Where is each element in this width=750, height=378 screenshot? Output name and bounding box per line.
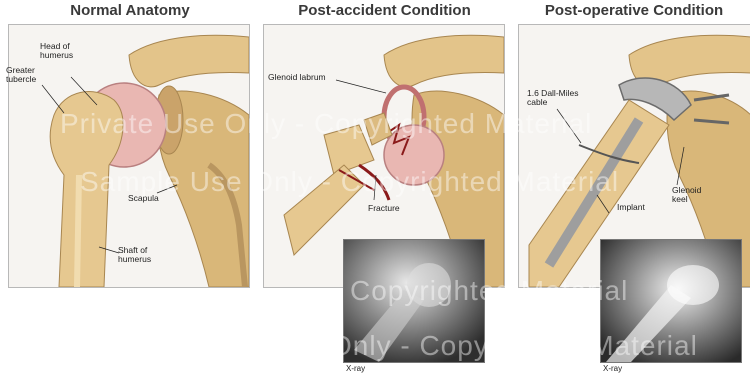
label-glenoid-labrum: Glenoid labrum bbox=[268, 73, 326, 82]
label-shaft-of-humerus: Shaft of humerus bbox=[118, 246, 151, 264]
xray-caption-post-operative: X-ray bbox=[603, 364, 622, 373]
xray-post-accident-image bbox=[344, 240, 484, 362]
xray-post-operative bbox=[600, 239, 742, 363]
title-post-accident: Post-accident Condition bbox=[262, 2, 507, 24]
label-dall-miles-cable: 1.6 Dall-Miles cable bbox=[527, 89, 579, 107]
label-greater-tubercle: Greater tubercle bbox=[6, 66, 36, 84]
title-post-operative: Post-operative Condition bbox=[518, 2, 750, 24]
xray-caption-post-accident: X-ray bbox=[346, 364, 365, 373]
xray-post-operative-image bbox=[601, 240, 741, 362]
label-scapula: Scapula bbox=[128, 194, 159, 203]
label-implant: Implant bbox=[617, 203, 645, 212]
xray-post-accident bbox=[343, 239, 485, 363]
label-fracture: Fracture bbox=[368, 204, 400, 213]
label-glenoid-keel: Glenoid keel bbox=[672, 186, 701, 204]
title-normal-anatomy: Normal Anatomy bbox=[30, 2, 230, 24]
label-head-of-humerus: Head of humerus bbox=[40, 42, 73, 60]
